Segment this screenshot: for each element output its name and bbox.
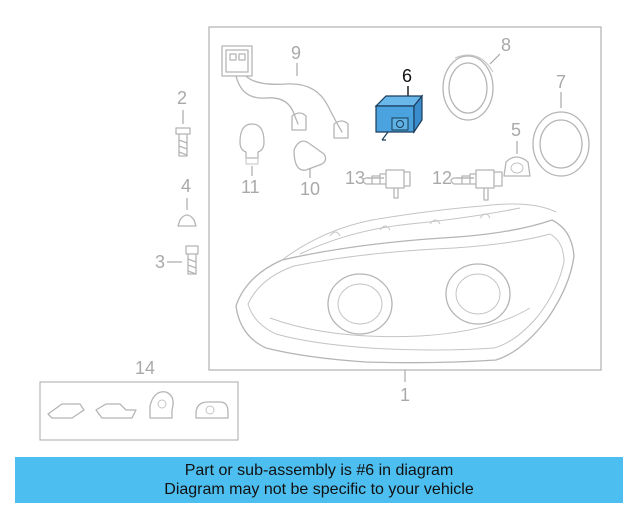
part-4-clip[interactable]: 4 [177, 176, 197, 227]
part-2-screw[interactable]: 2 [175, 88, 191, 157]
part-12-bulb[interactable]: 12 [432, 168, 503, 201]
part-14-repair-kit[interactable]: 14 [39, 358, 239, 441]
info-banner: Part or sub-assembly is #6 in diagram Di… [15, 457, 623, 503]
callout-13[interactable]: 13 [345, 168, 365, 188]
part-7-cover-ring[interactable]: 7 [532, 72, 590, 177]
banner-line-2: Diagram may not be specific to your vehi… [164, 481, 474, 498]
callout-9[interactable]: 9 [291, 43, 301, 63]
callout-2[interactable]: 2 [177, 88, 187, 108]
headlamp-housing [235, 203, 575, 364]
callout-10[interactable]: 10 [300, 179, 320, 199]
callout-11[interactable]: 11 [241, 177, 260, 197]
callout-14[interactable]: 14 [135, 358, 155, 378]
part-8-seal-cap[interactable]: 8 [442, 35, 511, 121]
part-6-control-module[interactable]: 6 [374, 66, 424, 141]
parts-diagram: 1 2 4 3 9 11 10 6 [39, 26, 602, 441]
callout-8[interactable]: 8 [501, 35, 511, 55]
callout-7[interactable]: 7 [556, 72, 566, 92]
callout-12[interactable]: 12 [432, 168, 452, 188]
callout-6[interactable]: 6 [402, 66, 412, 86]
part-13-bulb[interactable]: 13 [345, 168, 411, 199]
callout-4[interactable]: 4 [181, 176, 191, 196]
part-10-bulb[interactable]: 10 [293, 140, 327, 199]
callout-5[interactable]: 5 [511, 120, 521, 140]
part-11-bulb[interactable]: 11 [239, 123, 265, 197]
callout-1[interactable]: 1 [400, 385, 410, 405]
banner-line-1: Part or sub-assembly is #6 in diagram [184, 462, 454, 479]
part-5-socket[interactable]: 5 [503, 120, 531, 177]
part-3-bolt[interactable]: 3 [155, 245, 199, 275]
part-9-wiring-harness[interactable]: 9 [221, 43, 349, 139]
callout-3[interactable]: 3 [155, 252, 165, 272]
